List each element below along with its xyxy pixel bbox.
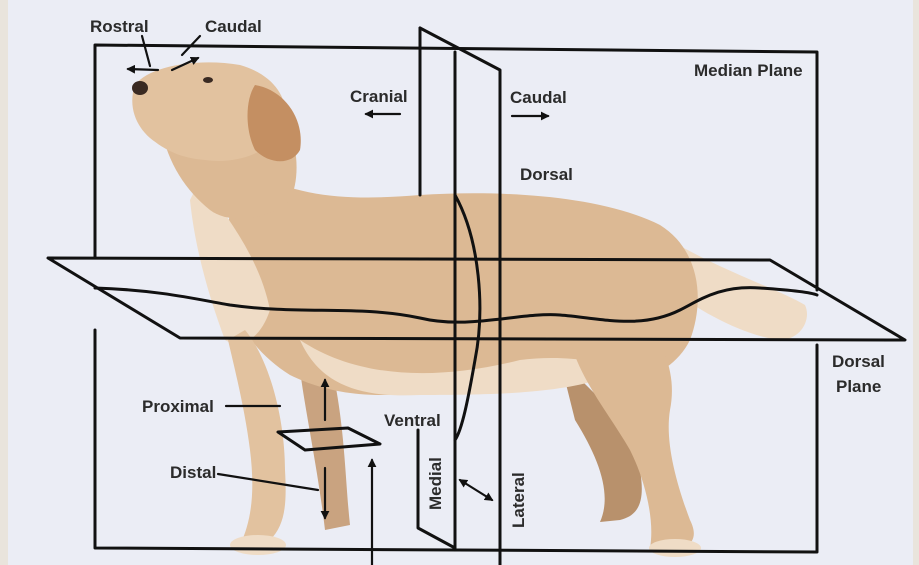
median-plane-label: Median Plane (694, 61, 803, 80)
caudal-body-label: Caudal (510, 88, 567, 107)
dog-paw-front (230, 535, 286, 555)
dorsal-plane-label-line1: Dorsal (832, 352, 885, 371)
medial-label: Medial (426, 457, 445, 510)
proximal-label: Proximal (142, 397, 214, 416)
dog-paw-hind (649, 539, 701, 557)
dorsal-label: Dorsal (520, 165, 573, 184)
distal-label: Distal (170, 463, 216, 482)
rostral-label: Rostral (90, 17, 149, 36)
ventral-label: Ventral (384, 411, 441, 430)
dog-nose (132, 81, 148, 95)
caudal-head-label: Caudal (205, 17, 262, 36)
lateral-label: Lateral (509, 472, 528, 528)
cranial-label: Cranial (350, 87, 408, 106)
rostral-arrow (128, 69, 158, 70)
dog-eye (203, 77, 213, 83)
dorsal-plane-label-line2: Plane (836, 377, 881, 396)
